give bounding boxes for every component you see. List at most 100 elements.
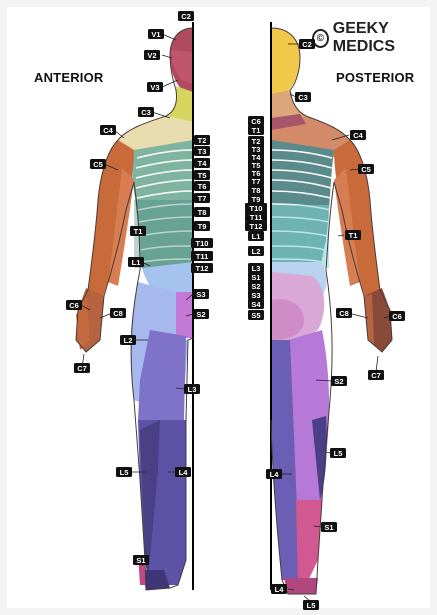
posterior-label-c3-text: C3 bbox=[298, 93, 308, 102]
posterior-label-t1-text: T1 bbox=[349, 231, 358, 240]
posterior-label-c8: C8 bbox=[336, 308, 352, 318]
posterior-label-t1: T1 bbox=[345, 230, 361, 240]
posterior-label-t10: T10 bbox=[245, 203, 267, 213]
posterior-label-l4: L4 bbox=[266, 469, 282, 479]
anterior-label-c3: C3 bbox=[138, 107, 154, 117]
posterior-label-s4: S4 bbox=[248, 299, 264, 309]
anterior-label-t9-text: T9 bbox=[198, 222, 207, 231]
posterior-label-c2-text: C2 bbox=[302, 40, 312, 49]
posterior-label-t9: T9 bbox=[248, 194, 264, 204]
posterior-label-t12: T12 bbox=[245, 221, 267, 231]
posterior-label-s2-text: S2 bbox=[251, 282, 260, 291]
anterior-label-v2: V2 bbox=[144, 50, 160, 60]
anterior-label-t7: T7 bbox=[194, 193, 210, 203]
posterior-label-l4: L4 bbox=[271, 584, 287, 594]
anterior-label-t2-text: T2 bbox=[198, 136, 207, 145]
anterior-label-s3: S3 bbox=[193, 289, 209, 299]
anterior-label-t11-text: T11 bbox=[196, 252, 209, 261]
anterior-label-v1-text: V1 bbox=[151, 30, 160, 39]
anterior-label-s1-text: S1 bbox=[136, 556, 145, 565]
posterior-label-l1-text: L1 bbox=[252, 232, 261, 241]
posterior-label-c4: C4 bbox=[350, 130, 366, 140]
anterior-label-t1: T1 bbox=[130, 226, 146, 236]
posterior-label-t7: T7 bbox=[248, 176, 264, 186]
anterior-label-t2: T2 bbox=[194, 135, 210, 145]
posterior-label-c5: C5 bbox=[358, 164, 374, 174]
posterior-label-l5: L5 bbox=[303, 600, 319, 610]
posterior-label-c4-text: C4 bbox=[353, 131, 363, 140]
anterior-label-c7-text: C7 bbox=[77, 364, 87, 373]
posterior-label-l3-text: L3 bbox=[252, 264, 261, 273]
posterior-label-l2: L2 bbox=[248, 246, 264, 256]
posterior-label-s1: S1 bbox=[248, 272, 264, 282]
posterior-label-t11-text: T11 bbox=[250, 213, 263, 222]
posterior-label-s3-text: S3 bbox=[251, 291, 260, 300]
posterior-label-l5: L5 bbox=[330, 448, 346, 458]
posterior-label-c5-text: C5 bbox=[361, 165, 371, 174]
anterior-label-t5-text: T5 bbox=[198, 171, 207, 180]
anterior-label-t5: T5 bbox=[194, 170, 210, 180]
posterior-label-l3: L3 bbox=[248, 263, 264, 273]
anterior-label-t4: T4 bbox=[194, 158, 210, 168]
posterior-label-t1: T1 bbox=[248, 125, 264, 135]
posterior-label-t9-text: T9 bbox=[252, 195, 261, 204]
anterior-label-v2-text: V2 bbox=[147, 51, 156, 60]
posterior-label-c6-text: C6 bbox=[392, 312, 402, 321]
anterior-label-v3: V3 bbox=[147, 82, 163, 92]
anterior-label-t11: T11 bbox=[191, 251, 213, 261]
anterior-label-c6-text: C6 bbox=[69, 301, 79, 310]
anterior-label-t3: T3 bbox=[194, 146, 210, 156]
anterior-label-c8: C8 bbox=[110, 308, 126, 318]
anterior-label-l1-text: L1 bbox=[132, 258, 141, 267]
anterior-label-l2: L2 bbox=[120, 335, 136, 345]
posterior-label-s2-text: S2 bbox=[334, 377, 343, 386]
posterior-label-s5-text: S5 bbox=[251, 311, 260, 320]
posterior-label-l4-text: L4 bbox=[275, 585, 285, 594]
posterior-label-l5-text: L5 bbox=[334, 449, 343, 458]
posterior-label-c6-text: C6 bbox=[251, 117, 261, 126]
posterior-label-s4-text: S4 bbox=[251, 300, 261, 309]
anterior-label-l3-text: L3 bbox=[188, 385, 197, 394]
anterior-label-l4: L4 bbox=[175, 467, 191, 477]
posterior-label-s1-text: S1 bbox=[324, 523, 333, 532]
posterior-label-l2-text: L2 bbox=[252, 247, 261, 256]
posterior-label-s1: S1 bbox=[321, 522, 337, 532]
posterior-label-t7-text: T7 bbox=[252, 177, 261, 186]
anterior-label-t12-text: T12 bbox=[196, 264, 209, 273]
posterior-label-s1-text: S1 bbox=[251, 273, 260, 282]
anterior-label-s1: S1 bbox=[133, 555, 149, 565]
anterior-label-l2-text: L2 bbox=[124, 336, 133, 345]
anterior-label-t10-text: T10 bbox=[196, 239, 209, 248]
anterior-label-c6: C6 bbox=[66, 300, 82, 310]
anterior-label-c5-text: C5 bbox=[93, 160, 103, 169]
anterior-label-c2-text: C2 bbox=[181, 12, 191, 21]
anterior-label-l1: L1 bbox=[128, 257, 144, 267]
anterior-label-l3: L3 bbox=[184, 384, 200, 394]
anterior-label-t6-text: T6 bbox=[198, 182, 207, 191]
posterior-label-t8-text: T8 bbox=[252, 186, 261, 195]
anterior-label-t7-text: T7 bbox=[198, 194, 207, 203]
anterior-label-t10: T10 bbox=[191, 238, 213, 248]
posterior-label-s2: S2 bbox=[248, 281, 264, 291]
posterior-label-c6: C6 bbox=[248, 116, 264, 126]
posterior-label-c8-text: C8 bbox=[339, 309, 349, 318]
anterior-label-t9: T9 bbox=[194, 221, 210, 231]
posterior-label-l5-text: L5 bbox=[307, 601, 316, 610]
anterior-label-c5: C5 bbox=[90, 159, 106, 169]
posterior-label-t12-text: T12 bbox=[250, 222, 263, 231]
anterior-label-c4-text: C4 bbox=[103, 126, 113, 135]
anterior-label-s2: S2 bbox=[193, 309, 209, 319]
posterior-label-c6: C6 bbox=[389, 311, 405, 321]
anterior-label-s2-text: S2 bbox=[196, 310, 205, 319]
anterior-label-t1-text: T1 bbox=[134, 227, 143, 236]
posterior-label-l1: L1 bbox=[248, 231, 264, 241]
posterior-label-t10-text: T10 bbox=[250, 204, 263, 213]
posterior-label-c2: C2 bbox=[299, 39, 315, 49]
anterior-label-t4-text: T4 bbox=[198, 159, 208, 168]
posterior-label-l4-text: L4 bbox=[270, 470, 280, 479]
anterior-label-c4: C4 bbox=[100, 125, 116, 135]
posterior-label-t1-text: T1 bbox=[252, 126, 261, 135]
anterior-label-t12: T12 bbox=[191, 263, 213, 273]
